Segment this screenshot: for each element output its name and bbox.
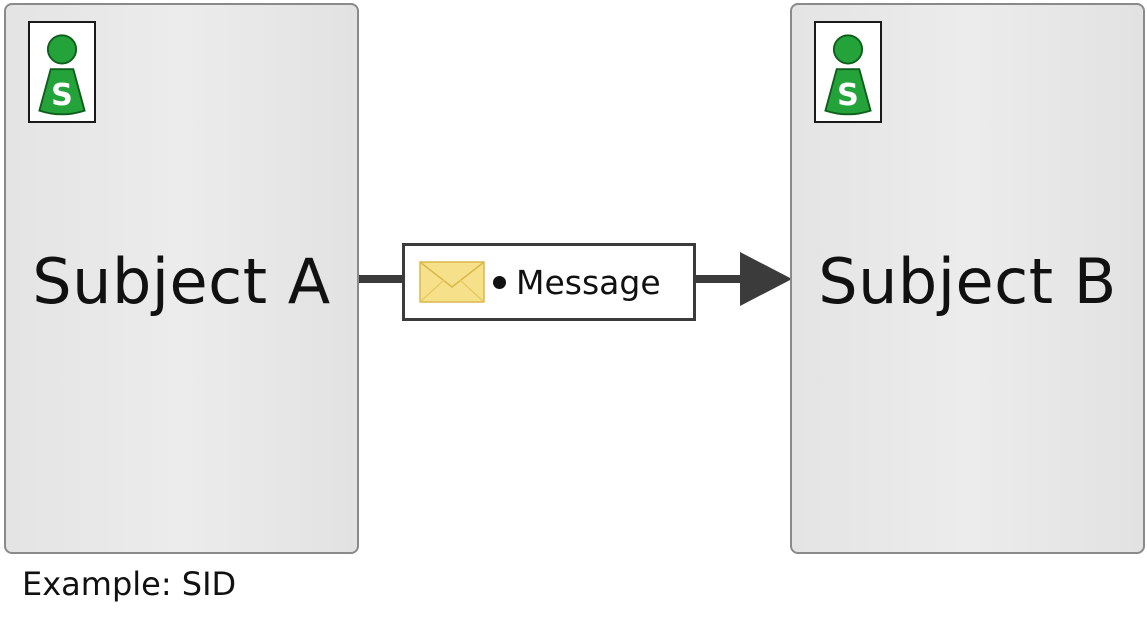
- svg-text:S: S: [51, 78, 73, 113]
- message-box[interactable]: Message: [402, 243, 696, 321]
- subject-a-label: Subject A: [32, 245, 331, 318]
- subject-b-label: Subject B: [818, 245, 1117, 318]
- message-label: Message: [516, 262, 661, 302]
- subject-b-box[interactable]: S Subject B: [790, 3, 1145, 554]
- diagram-caption: Example: SID: [22, 565, 237, 603]
- subject-s-icon: S: [814, 21, 882, 123]
- svg-text:S: S: [837, 78, 859, 113]
- bullet-dot: [493, 275, 506, 289]
- envelope-icon: [419, 261, 485, 303]
- subject-a-box[interactable]: S Subject A: [4, 3, 359, 554]
- arrowhead-icon: [740, 252, 792, 306]
- subject-s-icon: S: [28, 21, 96, 123]
